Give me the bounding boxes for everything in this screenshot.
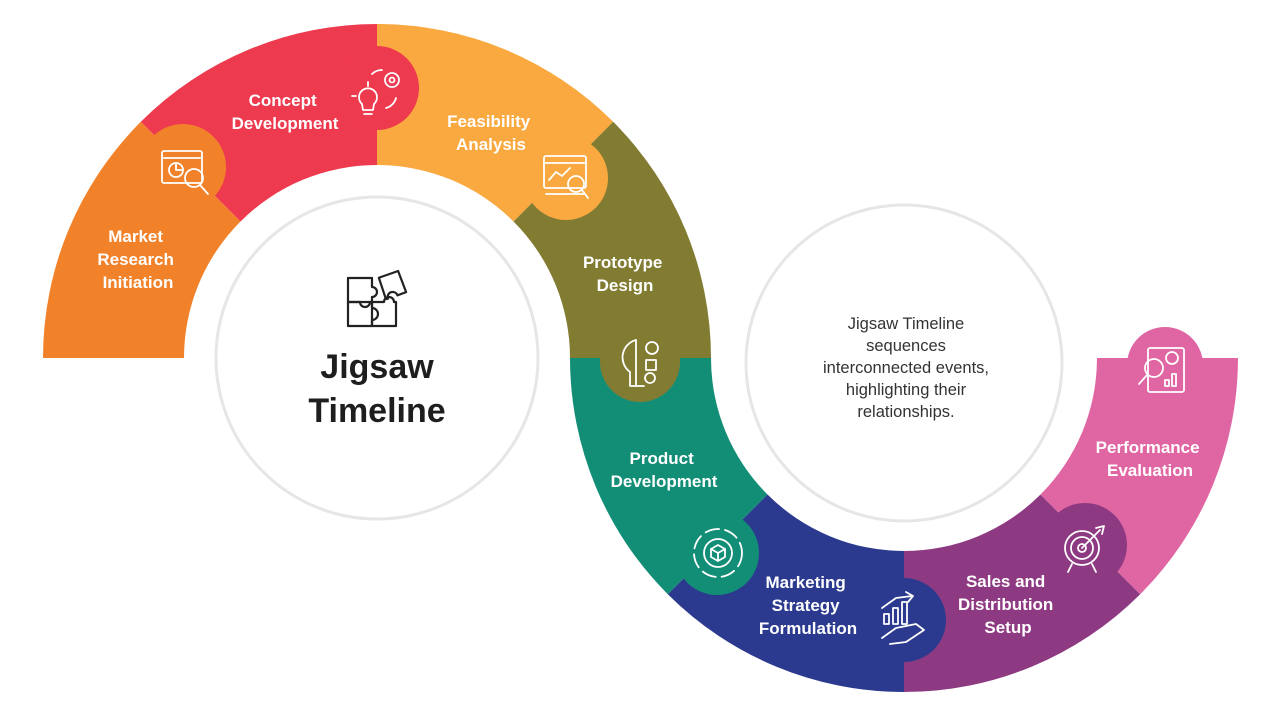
- idea-gear-icon: [351, 69, 400, 115]
- label-line: Product: [630, 449, 695, 468]
- label-line: Analysis: [456, 135, 526, 154]
- title-line-2: Timeline: [308, 392, 445, 430]
- label-market-research: Market Research Initiation: [97, 227, 178, 292]
- label-line: Feasibility: [447, 112, 531, 131]
- label-prototype-design: Prototype Design: [583, 253, 667, 295]
- growth-hand-icon: [881, 591, 925, 645]
- description: Jigsaw Timeline sequences interconnected…: [823, 315, 989, 421]
- target-icon: [1064, 525, 1105, 573]
- label-line: Development: [232, 114, 339, 133]
- description-line-5: relationships.: [857, 403, 954, 421]
- label-line: Setup: [984, 618, 1031, 637]
- cube-cycle-icon: [693, 528, 743, 578]
- knob-concept-development: [335, 46, 419, 130]
- label-line: Market: [108, 227, 163, 246]
- label-line: Sales and: [966, 572, 1045, 591]
- label-concept-development: Concept Development: [232, 91, 339, 133]
- label-line: Marketing: [765, 573, 845, 592]
- label-line: Strategy: [772, 596, 841, 615]
- description-line-1: Jigsaw Timeline: [848, 315, 964, 333]
- label-line: Formulation: [759, 619, 857, 638]
- label-line: Development: [611, 472, 718, 491]
- label-line: Performance: [1096, 438, 1200, 457]
- label-line: Concept: [249, 91, 317, 110]
- web-analytics-icon: [543, 155, 589, 199]
- label-line: Prototype: [583, 253, 662, 272]
- title-line-1: Jigsaw: [320, 348, 434, 386]
- knob-prototype-design: [600, 322, 680, 402]
- label-product-development: Product Development: [611, 449, 718, 491]
- label-line: Evaluation: [1107, 461, 1193, 480]
- label-line: Initiation: [103, 273, 174, 292]
- label-sales-distribution: Sales and Distribution Setup: [958, 572, 1058, 637]
- left-center-circle: [214, 195, 540, 521]
- label-marketing-strategy: Marketing Strategy Formulation: [759, 573, 857, 638]
- description-line-4: highlighting their: [846, 381, 967, 399]
- knob-feasibility-analysis: [524, 136, 608, 220]
- description-line-2: sequences: [866, 337, 946, 355]
- knob-marketing-strategy: [862, 578, 946, 662]
- label-line: Design: [597, 276, 654, 295]
- puzzle-icon: [346, 269, 408, 328]
- description-line-3: interconnected events,: [823, 359, 989, 377]
- label-performance-evaluation: Performance Evaluation: [1096, 438, 1205, 480]
- chart-analysis-icon: [161, 150, 209, 195]
- head-gears-icon: [621, 339, 659, 387]
- label-line: Research: [97, 250, 174, 269]
- label-feasibility-analysis: Feasibility Analysis: [447, 112, 535, 154]
- label-line: Distribution: [958, 595, 1053, 614]
- right-center-circle: [744, 203, 1064, 523]
- report-search-icon: [1138, 347, 1185, 393]
